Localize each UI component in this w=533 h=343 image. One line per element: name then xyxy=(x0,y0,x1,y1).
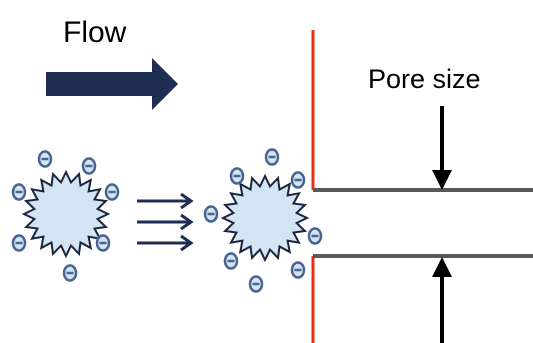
flow-label: Flow xyxy=(63,16,127,49)
particle-right xyxy=(203,148,323,293)
spiky-particle-icon xyxy=(220,173,310,263)
negative-charge-icon xyxy=(11,234,27,252)
negative-charge-icon xyxy=(81,157,97,175)
negative-charge-icon xyxy=(248,275,264,293)
negative-charge-icon xyxy=(104,183,120,201)
negative-charge-icon xyxy=(37,150,53,168)
spiky-particle-icon xyxy=(21,169,111,259)
motion-arrows-icon xyxy=(137,192,194,252)
negative-charge-icon xyxy=(223,252,239,270)
negative-charge-icon xyxy=(290,261,306,279)
negative-charge-icon xyxy=(290,171,306,189)
negative-charge-icon xyxy=(229,167,245,185)
pore-size-arrow-up-icon xyxy=(432,257,452,343)
negative-charge-icon xyxy=(62,264,78,282)
negative-charge-icon xyxy=(203,205,219,223)
negative-charge-icon xyxy=(95,234,111,252)
pore-size-arrow-down-icon xyxy=(432,106,452,190)
negative-charge-icon xyxy=(264,148,280,166)
negative-charge-icon xyxy=(307,227,323,245)
flow-arrow-icon xyxy=(46,58,178,110)
negative-charge-icon xyxy=(11,183,27,201)
pore-size-label: Pore size xyxy=(368,64,481,94)
particle-left xyxy=(11,150,120,282)
